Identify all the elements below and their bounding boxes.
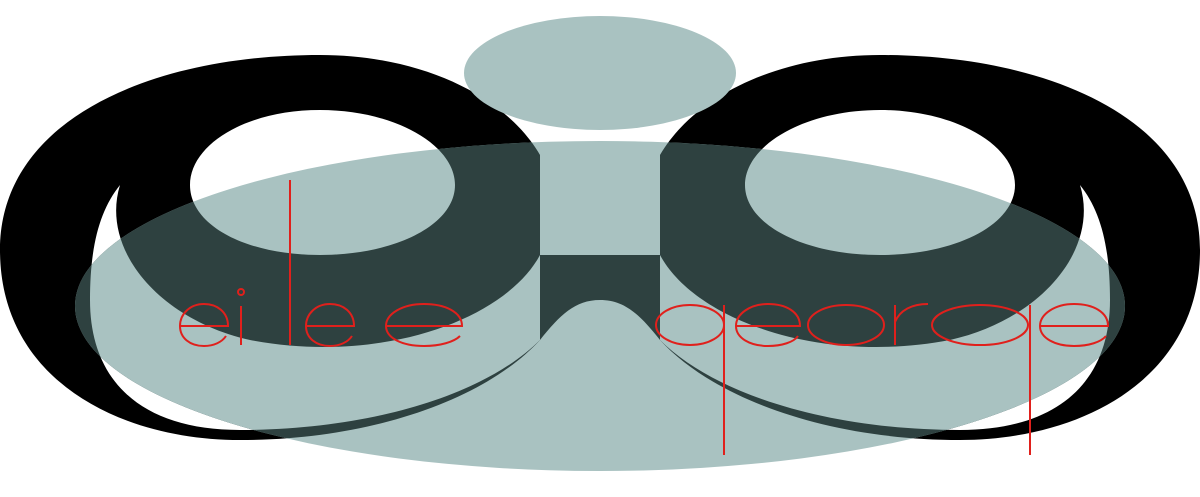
overlap-dark-region [75, 141, 1125, 440]
wordmark-eilee: eilee [178, 180, 464, 348]
top-small-ellipse [464, 16, 736, 130]
wordmark-george: george [655, 302, 1110, 455]
